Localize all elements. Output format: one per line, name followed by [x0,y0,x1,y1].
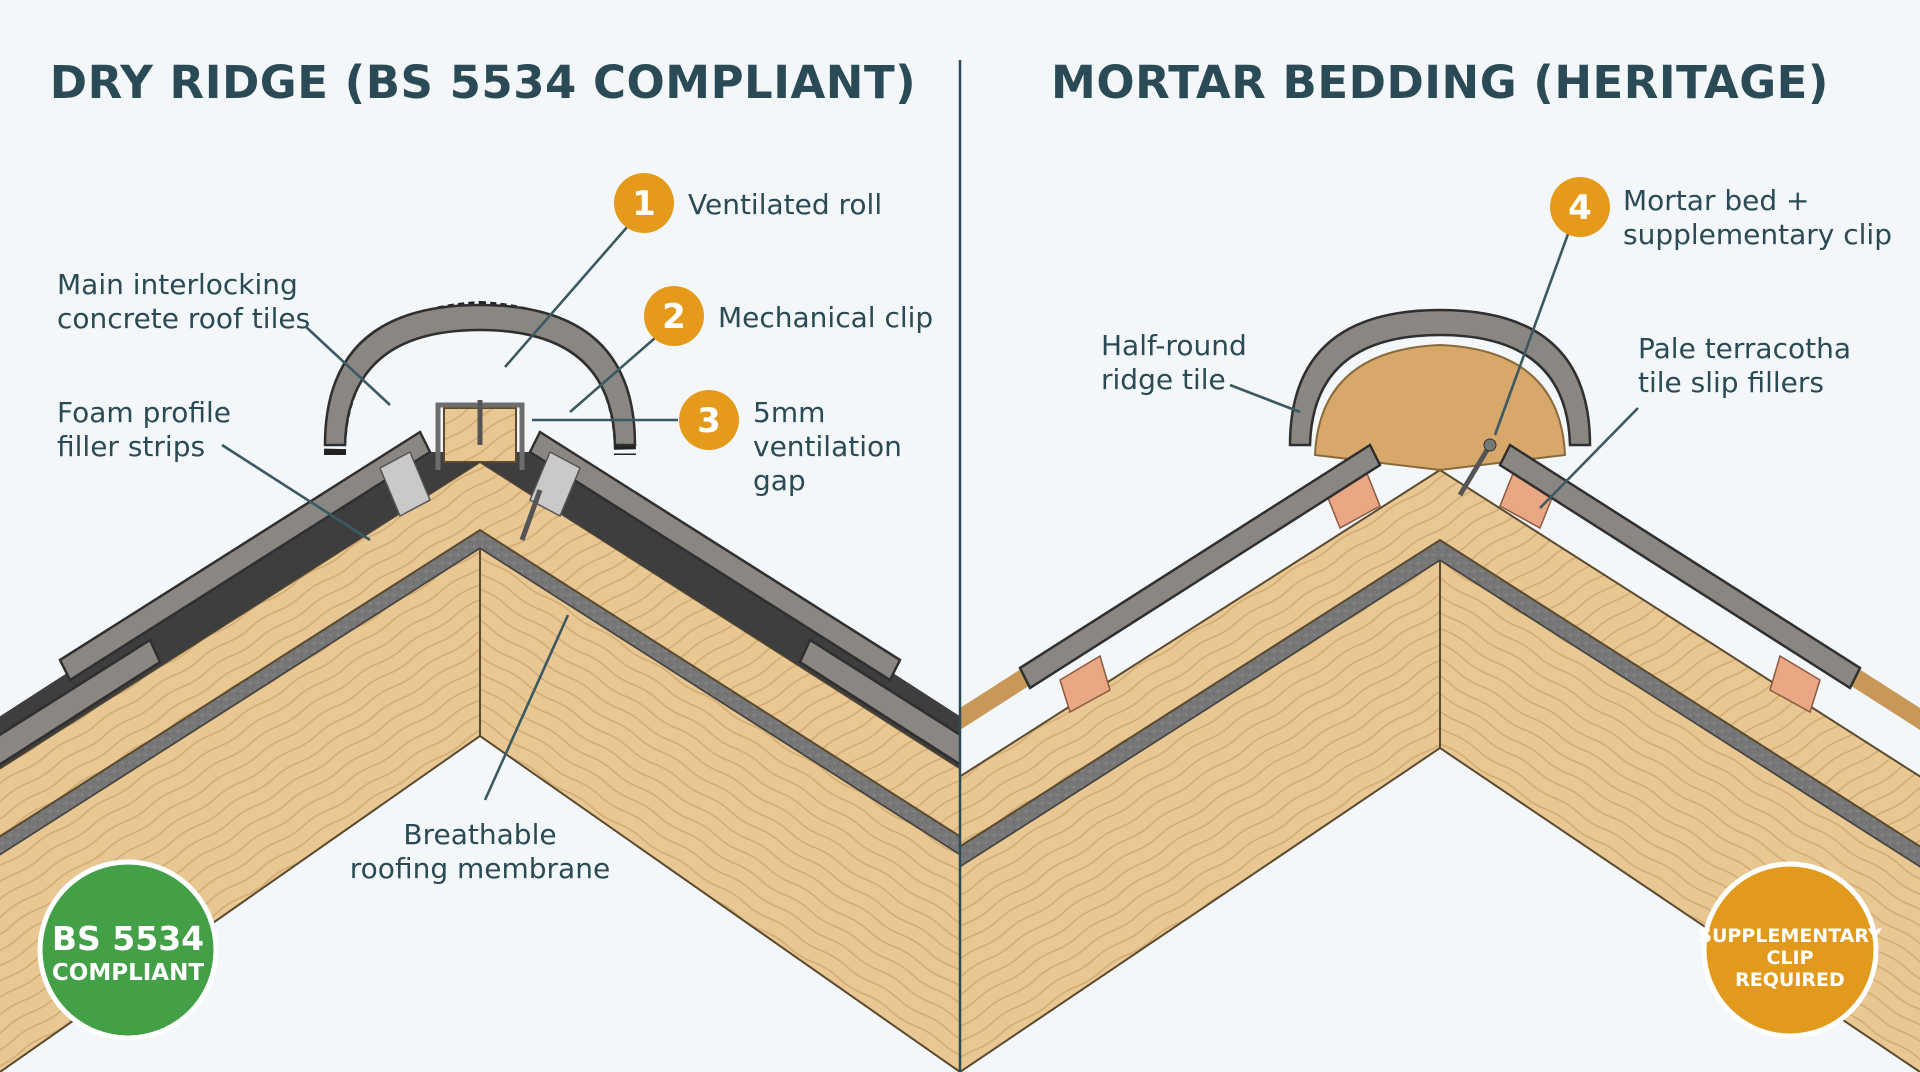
svg-text:Mortar bed +: Mortar bed + [1623,184,1809,217]
svg-text:4: 4 [1568,188,1592,228]
dry-ridge-tile [323,303,637,447]
svg-text:3: 3 [697,401,721,441]
roof-tiles [0,430,960,766]
svg-text:Ventilated roll: Ventilated roll [688,188,882,221]
callout-2-mechanical-clip: 2 Mechanical clip [569,286,933,413]
mortar-bedding-section [960,308,1920,1072]
callout-3-ventilation-gap: 3 5mm ventilation gap [532,390,902,497]
svg-text:supplementary clip: supplementary clip [1623,218,1892,251]
svg-text:Main interlocking: Main interlocking [57,268,298,301]
label-half-round-ridge: Half-round ridge tile [1101,329,1301,414]
svg-text:concrete roof tiles: concrete roof tiles [57,302,310,335]
svg-text:gap: gap [753,464,806,497]
svg-text:CLIP: CLIP [1766,947,1813,969]
svg-text:filler strips: filler strips [57,430,205,463]
supplementary-clip [1457,438,1497,497]
svg-text:Foam profile: Foam profile [57,396,231,429]
svg-text:Half-round: Half-round [1101,329,1247,362]
svg-text:tile slip fillers: tile slip fillers [1638,366,1824,399]
svg-text:Breathable: Breathable [403,818,556,851]
svg-text:roofing membrane: roofing membrane [350,852,610,885]
svg-text:Mechanical clip: Mechanical clip [718,301,933,334]
callout-4-mortar-bed: 4 Mortar bed + supplementary clip [1493,177,1892,436]
mechanical-clip [435,400,543,541]
svg-text:REQUIRED: REQUIRED [1735,969,1845,991]
battens [0,460,960,838]
callout-1-ventilated-roll: 1 Ventilated roll [504,173,882,368]
label-main-tiles: Main interlocking concrete roof tiles [57,268,391,406]
svg-text:5mm: 5mm [753,396,825,429]
dry-ridge-title: DRY RIDGE (BS 5534 COMPLIANT) [50,56,916,109]
mortar-bedding-title: MORTAR BEDDING (HERITAGE) [1051,56,1829,109]
label-foam-strips: Foam profile filler strips [57,396,371,542]
half-round-ridge-tile [1288,308,1592,447]
supplementary-clip-badge: SUPPLEMENTARY CLIP REQUIRED [1698,861,1882,1039]
svg-text:ventilation: ventilation [753,430,902,463]
svg-text:COMPLIANT: COMPLIANT [52,960,204,986]
label-tile-slips: Pale terracotha tile slip fillers [1539,332,1851,509]
roof-tiles-right [1018,443,1862,690]
svg-text:Pale terracotha: Pale terracotha [1638,332,1851,365]
foam-filler-strips [379,450,581,518]
svg-text:2: 2 [662,297,686,337]
label-membrane: Breathable roofing membrane [350,614,610,885]
svg-text:SUPPLEMENTARY: SUPPLEMENTARY [1698,925,1882,947]
breathable-membrane [0,529,960,856]
svg-text:1: 1 [632,184,656,224]
svg-text:ridge tile: ridge tile [1101,363,1226,396]
svg-text:BS 5534: BS 5534 [52,919,204,958]
bs5534-compliant-badge: BS 5534 COMPLIANT [37,859,219,1041]
battens-right [960,468,1920,848]
